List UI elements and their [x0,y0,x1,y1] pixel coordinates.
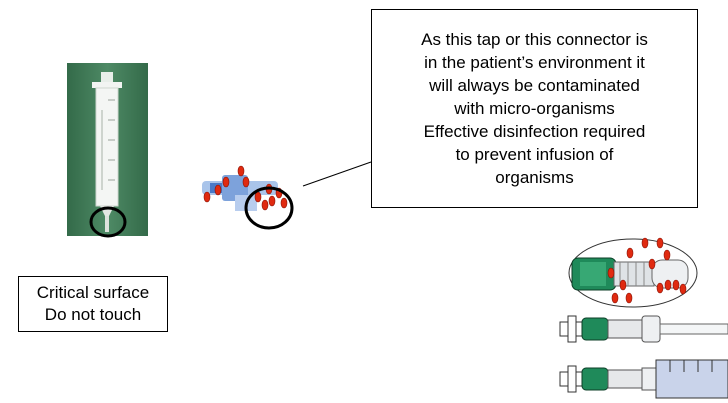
critical-line-2: Do not touch [44,305,142,324]
callout-line-7: organisms [495,168,574,187]
callout-line-5: Effective disinfection required [423,122,646,141]
critical-line-1: Critical surface [36,283,150,302]
callout-textbox: As this tap or this connector is in the … [371,9,698,208]
needle-free-connector [568,238,698,308]
connector-with-tubing [559,315,728,343]
callout-line-2: in the patient’s environment it [424,53,645,72]
callout-pointer-line [302,161,372,187]
callout-line-6: to prevent infusion of [455,145,614,164]
tap-organisms [203,165,288,211]
callout-line-1: As this tap or this connector is [421,30,648,49]
critical-surface-circle [89,206,127,238]
syringe-photo [67,63,148,236]
tap-port-circle [244,186,294,230]
connector-with-syringe [559,359,728,399]
callout-line-4: with micro-organisms [454,99,615,118]
callout-line-3: will always be contaminated [429,76,640,95]
connector-organisms [607,237,687,304]
critical-surface-label: Critical surface Do not touch [18,276,168,332]
